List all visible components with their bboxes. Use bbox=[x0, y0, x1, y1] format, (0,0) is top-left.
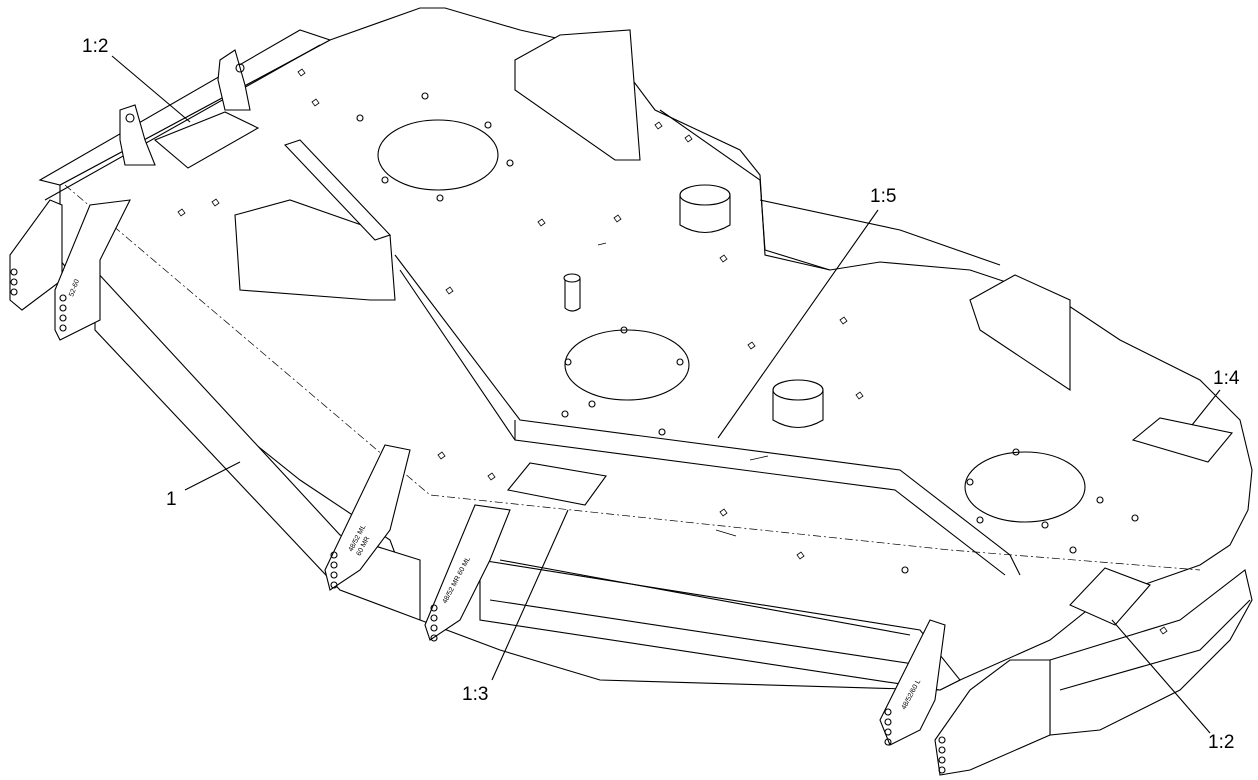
decals bbox=[153, 111, 1234, 626]
deck-brackets: 52-60 48/52 ML60 MR 48/52 MR 60 ML 48/52… bbox=[9, 29, 1071, 776]
spindle-hole-right bbox=[964, 451, 1086, 523]
bracket-holes bbox=[10, 63, 946, 774]
leader-1-5 bbox=[717, 209, 879, 439]
callout-1: 1 bbox=[166, 489, 177, 510]
pulley-housings bbox=[563, 184, 824, 429]
spindle-hole-left bbox=[377, 119, 499, 191]
callout-1-3: 1:3 bbox=[462, 684, 488, 705]
leader-1-2-top bbox=[111, 55, 191, 123]
spindle-hole-center bbox=[564, 329, 690, 401]
slots bbox=[177, 68, 1168, 635]
leader-1-4 bbox=[1191, 389, 1221, 426]
leader-1 bbox=[184, 461, 241, 491]
mounting-holes bbox=[356, 92, 1139, 574]
callout-1-4: 1:4 bbox=[1213, 368, 1240, 389]
decal-front-center bbox=[506, 462, 607, 506]
callout-1-2-bottom: 1:2 bbox=[1208, 732, 1234, 753]
leader-1-3 bbox=[491, 509, 569, 681]
leader-lines bbox=[111, 55, 1221, 734]
decal-right-front bbox=[1069, 567, 1151, 626]
callout-1-2-top: 1:2 bbox=[82, 36, 108, 57]
callout-1-5: 1:5 bbox=[870, 186, 896, 207]
decal-rear-left bbox=[153, 111, 260, 169]
decal-right-rear bbox=[1131, 417, 1234, 463]
leader-1-2-bottom bbox=[1111, 619, 1211, 734]
callout-labels: 1 1:2 1:2 1:3 1:4 1:5 bbox=[82, 36, 1240, 753]
spindle-openings bbox=[377, 119, 1086, 523]
